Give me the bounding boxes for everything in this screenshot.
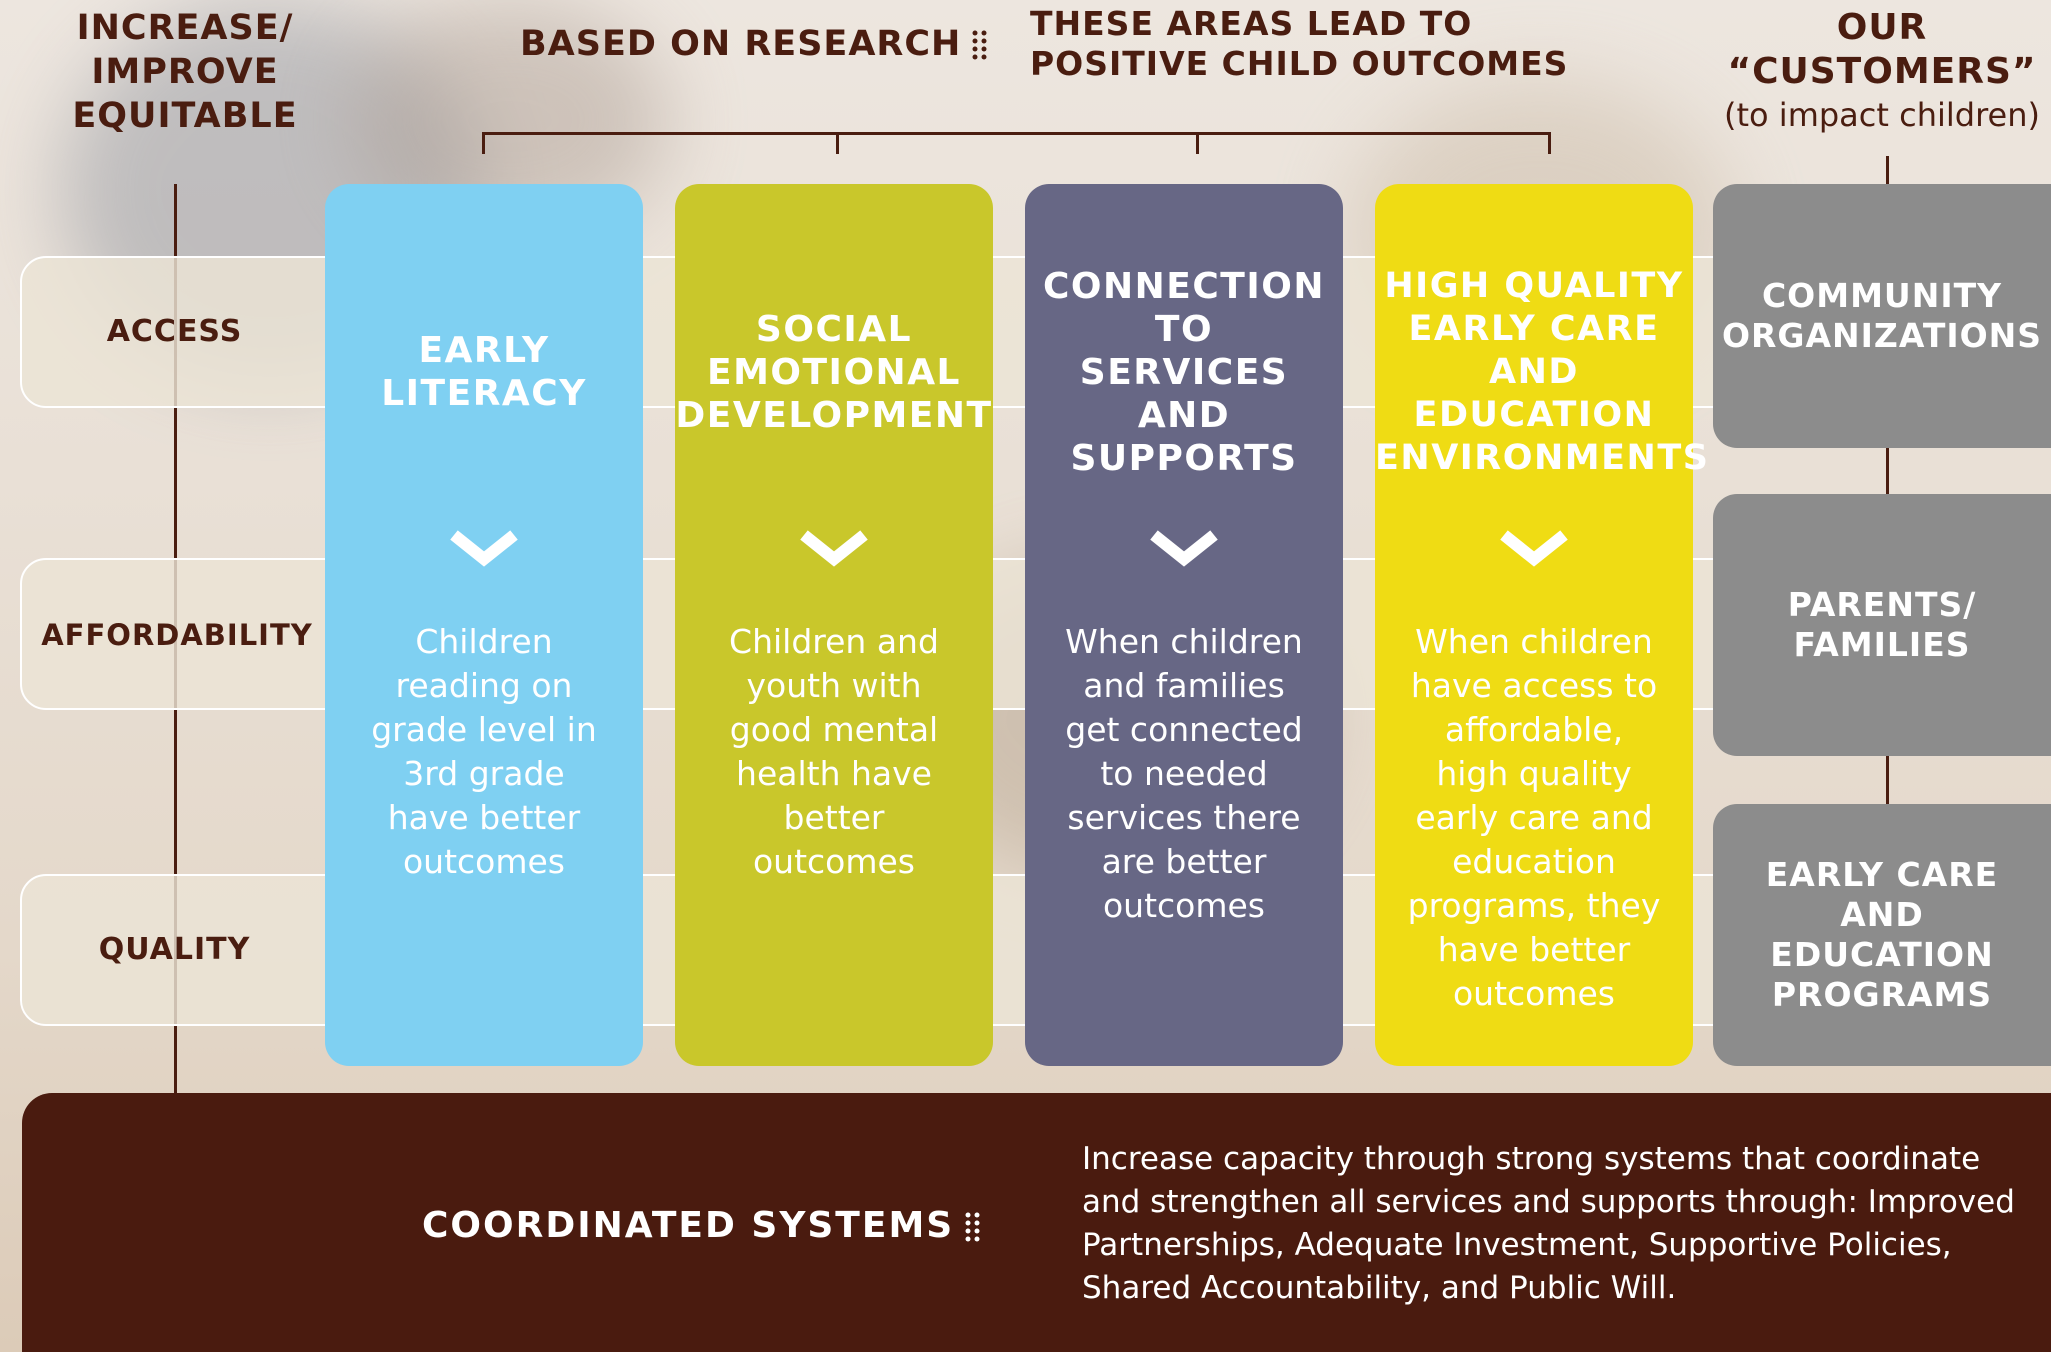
column-title: CONNECTION TO SERVICES AND SUPPORTS — [1043, 266, 1325, 479]
research-heading: BASED ON RESEARCH — [520, 22, 990, 66]
customer-parents-families: PARENTS/ FAMILIES — [1713, 494, 2051, 756]
chevron-down-icon — [450, 530, 518, 567]
chevron-down-icon — [1150, 530, 1218, 567]
row-label-quality: QUALITY — [98, 932, 251, 967]
column-description: Children and youth with good mental heal… — [729, 622, 939, 881]
coordinated-systems-footer: COORDINATED SYSTEMS Increase capacity th… — [22, 1093, 2051, 1352]
column-title: SOCIAL EMOTIONAL DEVELOPMENT — [675, 309, 993, 436]
dots-icon — [965, 1212, 980, 1242]
bracket-tick — [482, 132, 485, 154]
customers-connector — [1886, 156, 1889, 806]
outcome-column-early-literacy: EARLY LITERACY Children reading on grade… — [325, 184, 643, 1066]
column-description: Children reading on grade level in 3rd g… — [371, 622, 597, 881]
column-description: When children have access to affordable,… — [1407, 622, 1661, 1013]
research-heading-text: BASED ON RESEARCH — [520, 24, 962, 64]
outcome-column-social-emotional: SOCIAL EMOTIONAL DEVELOPMENT Children an… — [675, 184, 993, 1066]
outcome-column-early-care: HIGH QUALITY EARLY CARE AND EDUCATION EN… — [1375, 184, 1710, 1066]
chevron-down-icon — [1500, 530, 1568, 567]
footer-title: COORDINATED SYSTEMS — [422, 1205, 982, 1246]
bracket-tick — [836, 132, 839, 154]
customer-community-organizations: COMMUNITY ORGANIZATIONS — [1713, 184, 2051, 448]
bracket-tick — [1548, 132, 1551, 154]
footer-title-text: COORDINATED SYSTEMS — [422, 1205, 955, 1246]
outcome-column-connection-services: CONNECTION TO SERVICES AND SUPPORTS When… — [1025, 184, 1343, 1066]
bracket-tick — [1196, 132, 1199, 154]
dots-icon — [972, 30, 987, 60]
customers-subheading: (to impact children) — [1724, 96, 2040, 134]
footer-description: Increase capacity through strong systems… — [1082, 1141, 2015, 1306]
areas-heading: THESE AREAS LEAD TO POSITIVE CHILD OUTCO… — [1030, 4, 1569, 83]
customers-heading: OUR “CUSTOMERS” — [1727, 7, 2037, 92]
chevron-down-icon — [800, 530, 868, 567]
customer-early-care-programs: EARLY CARE AND EDUCATION PROGRAMS — [1713, 804, 2051, 1066]
equity-heading: INCREASE/ IMPROVE EQUITABLE — [72, 8, 298, 136]
bracket-line — [482, 132, 1550, 135]
column-title: EARLY LITERACY — [381, 330, 587, 414]
column-description: When children and families get connected… — [1065, 622, 1303, 925]
row-label-access: ACCESS — [106, 314, 243, 349]
column-title: HIGH QUALITY EARLY CARE AND EDUCATION EN… — [1375, 266, 1710, 478]
row-label-affordability: AFFORDABILITY — [41, 618, 313, 652]
